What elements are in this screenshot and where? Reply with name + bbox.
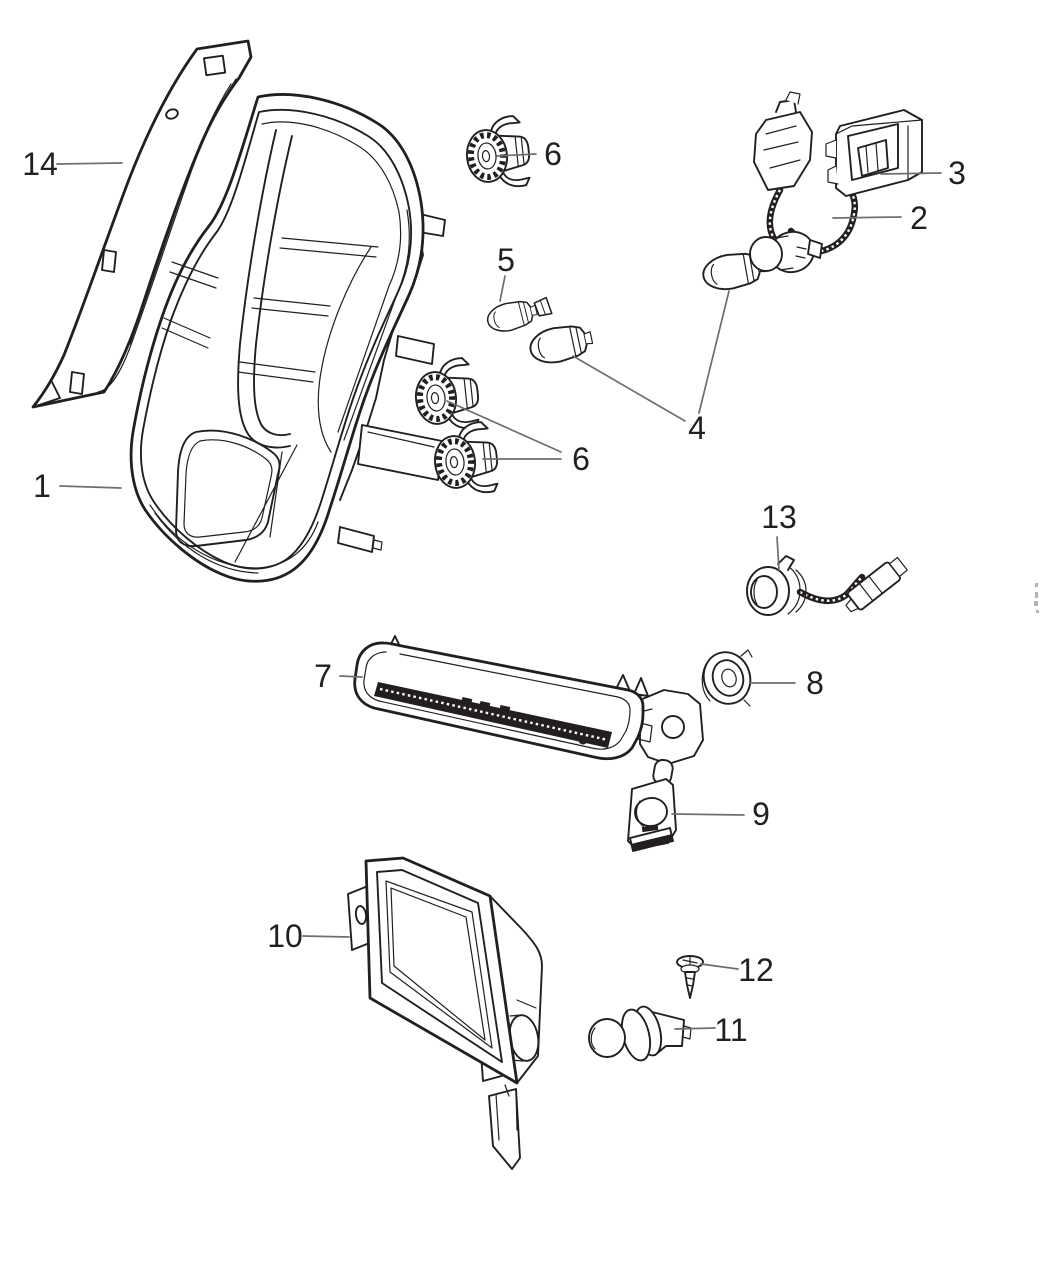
part-8-grommet-art xyxy=(701,649,753,707)
part-6-socket-middle-art xyxy=(412,357,481,434)
callout-label-14: 14 xyxy=(22,146,58,182)
callout-label-9: 9 xyxy=(752,796,770,832)
leader-5 xyxy=(499,275,506,302)
callout-label-8: 8 xyxy=(806,665,824,701)
leader-4-right xyxy=(698,290,730,414)
part-10-housing-art xyxy=(347,856,543,1170)
part-4-bulb-left-art xyxy=(526,319,596,369)
callout-label-12: 12 xyxy=(738,952,774,988)
callout-label-2: 2 xyxy=(910,200,928,236)
callout-label-1: 1 xyxy=(33,468,51,504)
leader-11 xyxy=(674,1027,716,1030)
part-2-harness-art xyxy=(749,91,859,274)
part-13-socket-wiring-art xyxy=(746,555,908,616)
callout-label-4: 4 xyxy=(688,410,706,446)
part-9-clip-art xyxy=(627,758,677,852)
part-12-push-pin-art xyxy=(676,955,704,999)
page-edge-artifact xyxy=(1034,583,1039,613)
part-5-bulb-art xyxy=(483,296,553,336)
leader-lines xyxy=(56,153,942,1030)
callout-label-11: 11 xyxy=(714,1012,747,1048)
leader-4-left xyxy=(572,355,686,422)
leader-9 xyxy=(671,813,745,816)
callout-label-7: 7 xyxy=(314,658,332,694)
part-14-applique-art xyxy=(31,39,253,409)
leader-12 xyxy=(700,963,739,970)
callout-labels: 14 1 6 3 2 5 4 6 13 7 8 9 10 12 11 xyxy=(22,136,966,1048)
leader-2 xyxy=(832,216,902,219)
leader-6-mid-b xyxy=(446,400,562,453)
leader-1 xyxy=(59,485,122,489)
part-3-bracket-art xyxy=(825,109,923,197)
leader-7 xyxy=(339,675,363,678)
leader-10 xyxy=(302,935,350,938)
callout-label-13: 13 xyxy=(761,499,797,535)
callout-label-6-top: 6 xyxy=(544,136,562,172)
callout-label-10: 10 xyxy=(267,918,303,954)
callout-label-3: 3 xyxy=(948,155,966,191)
part-11-bulb-socket-art xyxy=(588,1005,692,1062)
callout-label-6-mid: 6 xyxy=(572,441,590,477)
part-1-tail-lamp-art xyxy=(129,93,461,583)
part-6-socket-top-art xyxy=(463,115,532,192)
leader-3 xyxy=(880,172,942,175)
leader-6-top xyxy=(496,153,537,157)
part-7-chmsl-art xyxy=(353,635,704,765)
callout-label-5: 5 xyxy=(497,242,515,278)
leader-14 xyxy=(56,162,123,165)
leader-13 xyxy=(776,536,780,571)
